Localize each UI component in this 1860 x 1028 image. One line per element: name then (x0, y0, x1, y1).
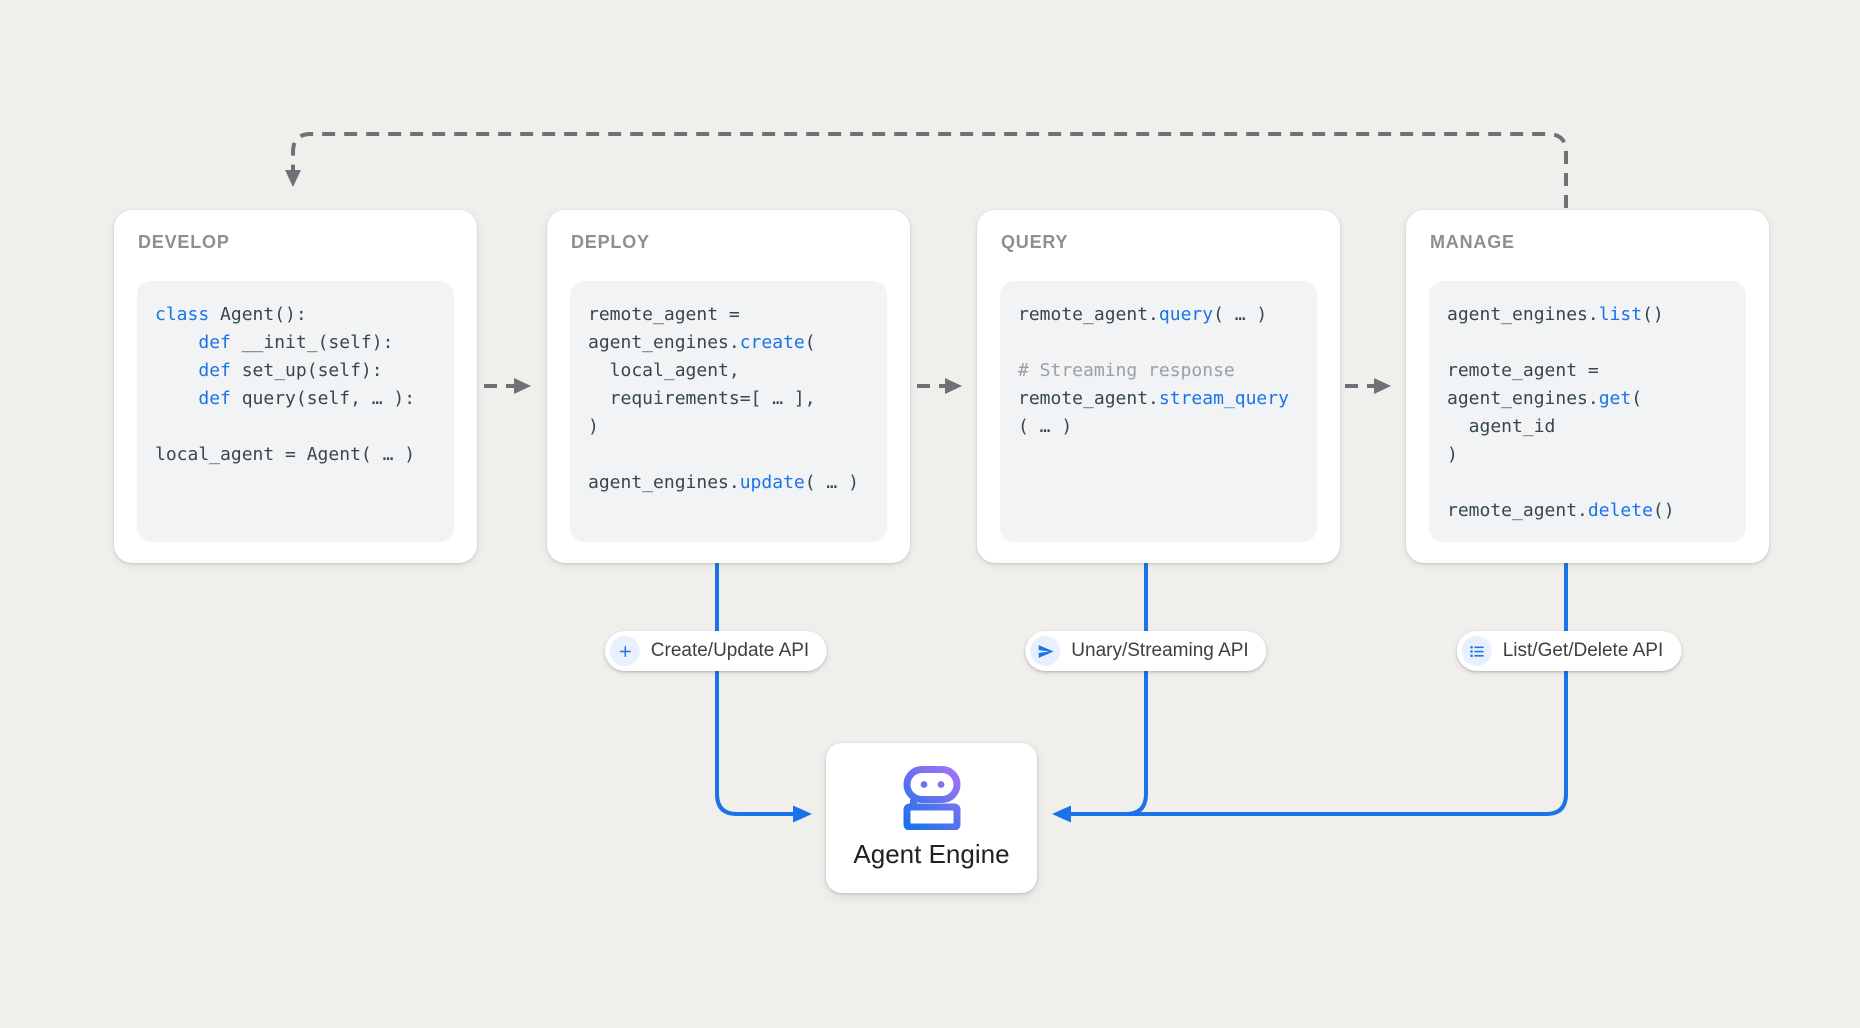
code-segment: () (1642, 304, 1664, 325)
code-segment: query(self, … ): (230, 388, 416, 409)
code-segment: # Streaming response (1018, 360, 1235, 381)
code-segment: ( (804, 332, 816, 353)
code-segment: ( … ) (1213, 304, 1268, 325)
code-segment: delete (1587, 500, 1653, 521)
code-line: remote_agent.stream_query (1018, 385, 1309, 413)
code-line (1018, 329, 1309, 357)
card-develop: DEVELOP class Agent(): def __init_(self)… (114, 210, 477, 563)
code-line: class Agent(): (155, 301, 446, 329)
code-segment: remote_agent. (1447, 500, 1588, 521)
code-segment: requirements=[ … ], (588, 388, 816, 409)
code-segment: def (198, 360, 231, 381)
code-line: agent_id (1447, 413, 1738, 441)
deploy-to-engine-connector (715, 561, 812, 823)
code-segment: remote_agent = (1447, 360, 1599, 381)
robot-icon (903, 766, 960, 830)
code-segment: agent_engines. (1447, 388, 1599, 409)
card-title-manage: MANAGE (1430, 232, 1515, 252)
code-line: local_agent = Agent( … ) (155, 441, 446, 469)
pill-label: List/Get/Delete API (1502, 640, 1664, 661)
code-line: ) (588, 413, 879, 441)
code-line: remote_agent = (588, 301, 879, 329)
pill-unary-streaming-api: Unary/Streaming API (1025, 631, 1267, 671)
query-to-engine-connector (1052, 561, 1148, 823)
code-segment: def (198, 332, 231, 353)
code-segment: create (739, 332, 805, 353)
code-segment: remote_agent = (588, 304, 740, 325)
code-line: def __init_(self): (155, 329, 446, 357)
code-line: def set_up(self): (155, 357, 446, 385)
code-segment: ) (1447, 444, 1458, 465)
code-block-manage: agent_engines.list() remote_agent =agent… (1429, 281, 1746, 542)
code-line: agent_engines.update( … ) (588, 469, 879, 497)
code-segment: ( (1631, 388, 1643, 409)
card-title-develop: DEVELOP (138, 232, 230, 252)
code-line: agent_engines.get( (1447, 385, 1738, 413)
code-line (588, 441, 879, 469)
code-segment: update (739, 472, 805, 493)
code-segment: local_agent, (588, 360, 740, 381)
code-segment: get (1598, 388, 1632, 409)
agent-engine-box: Agent Engine (826, 743, 1037, 893)
list-icon (1461, 636, 1492, 666)
code-segment: list (1598, 304, 1643, 325)
card-deploy: DEPLOY remote_agent =agent_engines.creat… (547, 210, 910, 563)
code-segment: () (1652, 500, 1675, 521)
code-segment: __init_(self): (230, 332, 394, 353)
code-segment (155, 388, 198, 409)
code-segment: agent_engines. (588, 472, 740, 493)
code-line: def query(self, … ): (155, 385, 446, 413)
card-manage: MANAGE agent_engines.list() remote_agent… (1406, 210, 1769, 563)
code-segment: query (1158, 304, 1214, 325)
code-line: agent_engines.list() (1447, 301, 1738, 329)
code-block-develop: class Agent(): def __init_(self): def se… (137, 281, 454, 542)
code-segment: Agent(): (209, 304, 307, 325)
code-line (1447, 329, 1738, 357)
code-segment: remote_agent. (1018, 388, 1159, 409)
code-segment: stream_query (1158, 388, 1289, 409)
code-block-deploy: remote_agent =agent_engines.create( loca… (570, 281, 887, 542)
code-line: requirements=[ … ], (588, 385, 879, 413)
code-line: remote_agent.query( … ) (1018, 301, 1309, 329)
pill-label: Create/Update API (650, 640, 810, 661)
code-segment: def (198, 388, 231, 409)
plus-icon (609, 636, 640, 666)
code-segment: ( … ) (1018, 416, 1073, 437)
code-line (155, 413, 446, 441)
code-segment (155, 360, 198, 381)
code-segment (155, 332, 198, 353)
code-block-query: remote_agent.query( … ) # Streaming resp… (1000, 281, 1317, 542)
manage-to-engine-connector (1120, 561, 1568, 816)
code-line: remote_agent = (1447, 357, 1738, 385)
code-line: agent_engines.create( (588, 329, 879, 357)
code-line (1447, 469, 1738, 497)
code-segment: ( … ) (804, 472, 859, 493)
code-segment: agent_engines. (588, 332, 740, 353)
card-title-query: QUERY (1001, 232, 1069, 252)
pill-label: Unary/Streaming API (1071, 640, 1249, 661)
pill-create-update-api: Create/Update API (604, 631, 828, 671)
iteration-loop-dashed-arrow (285, 132, 1568, 208)
code-line: ) (1447, 441, 1738, 469)
code-segment: agent_id (1447, 416, 1556, 437)
code-line: # Streaming response (1018, 357, 1309, 385)
engine-label: Agent Engine (853, 839, 1010, 869)
code-line: ( … ) (1018, 413, 1309, 441)
code-segment: set_up(self): (230, 360, 383, 381)
code-line: local_agent, (588, 357, 879, 385)
code-segment: local_agent = Agent( … ) (155, 444, 416, 465)
code-segment: class (155, 304, 210, 325)
card-query: QUERY remote_agent.query( … ) # Streamin… (977, 210, 1340, 563)
pill-list-get-delete-api: List/Get/Delete API (1456, 631, 1682, 671)
code-line: remote_agent.delete() (1447, 497, 1738, 525)
card-title-deploy: DEPLOY (571, 232, 650, 252)
code-segment: agent_engines. (1447, 304, 1599, 325)
code-segment: remote_agent. (1018, 304, 1159, 325)
code-segment: ) (588, 416, 599, 437)
send-icon (1030, 636, 1061, 666)
